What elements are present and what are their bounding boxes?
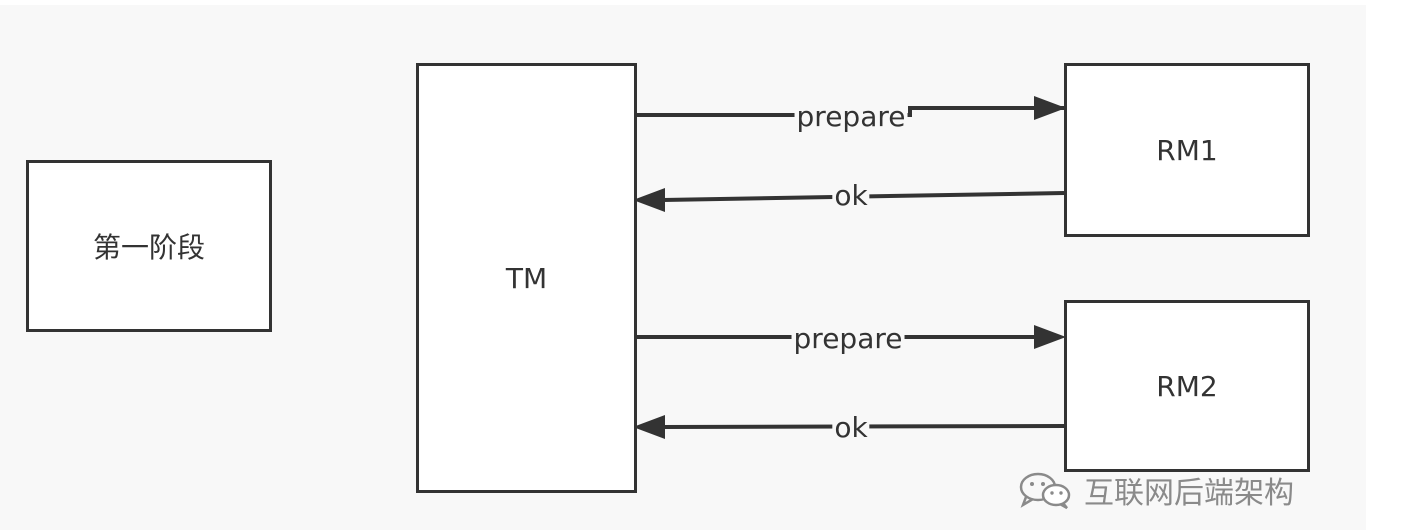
tm-node: TM [416,63,637,493]
edge-label-ok-rm2: ok [832,411,870,444]
edge-label-ok-rm1: ok [832,179,870,212]
phase-node: 第一阶段 [26,160,272,332]
edge-label-prepare-rm2: prepare [791,322,905,355]
watermark-text: 互联网后端架构 [1084,476,1294,511]
arrow-tm-to-rm1 [637,96,1066,120]
rm1-label: RM1 [1156,133,1218,167]
rm1-node: RM1 [1064,63,1310,237]
watermark: 互联网后端架构 [1016,468,1294,512]
wechat-icon [1019,472,1071,510]
rm2-node: RM2 [1064,300,1310,472]
tm-label: TM [505,261,548,295]
phase-label: 第一阶段 [92,231,205,264]
rm2-label: RM2 [1156,369,1218,403]
edge-label-prepare-rm1: prepare [794,100,908,133]
